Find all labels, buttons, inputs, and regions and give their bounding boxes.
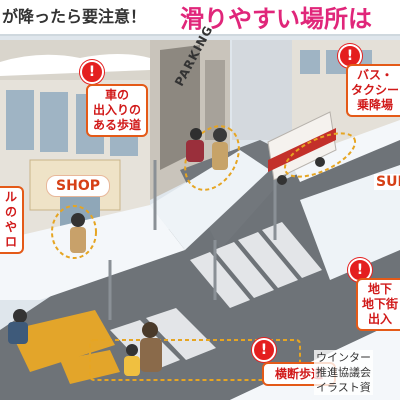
credit-line: イラスト資 <box>316 381 371 394</box>
title-banner: が降ったら要注意！ 滑りやすい場所は <box>0 0 400 36</box>
callout-line: 出入 <box>367 312 392 326</box>
callout-line: 車の <box>104 88 129 102</box>
left-building <box>0 40 150 242</box>
callout-line: 地下街 <box>361 297 398 311</box>
callout-line: タクシー <box>350 83 399 97</box>
credit-line: 推進協議会 <box>316 366 371 379</box>
callout-car-entrance: 車の 出入りの ある歩道 <box>86 84 148 137</box>
callout-line: の <box>4 205 17 219</box>
credit-text: ウインター 推進協議会 イラスト資 <box>314 350 373 395</box>
callout-left-edge: ル の や ロ <box>0 186 24 254</box>
warning-icon: ! <box>80 60 104 84</box>
poles <box>108 160 277 320</box>
crosswalk-stripes <box>110 222 322 372</box>
callout-line: ロ <box>4 235 17 249</box>
callout-line: 乗降場 <box>356 98 393 112</box>
credit-line: ウインター <box>316 351 371 364</box>
callout-line: や <box>4 220 17 234</box>
callout-line: 地下 <box>367 282 392 296</box>
headline-left: が降ったら要注意！ <box>2 7 147 26</box>
callout-line: バス・ <box>356 68 393 82</box>
headline-right: 滑りやすい場所は <box>180 5 372 33</box>
subway-sign: SUB <box>374 174 400 190</box>
callout-line: 出入りの <box>92 103 141 117</box>
danger-zones <box>51 125 357 381</box>
tactile-paving <box>10 310 115 372</box>
callout-bus-taxi: バス・ タクシー 乗降場 <box>346 64 400 117</box>
callout-subway-entrance: 地下 地下街 出入 <box>356 278 400 331</box>
pedestrians <box>8 128 228 376</box>
shop-sign: SHOP <box>46 175 110 197</box>
callout-line: ル <box>4 190 17 204</box>
callout-line: ある歩道 <box>92 118 141 132</box>
warning-icon: ! <box>252 338 276 362</box>
